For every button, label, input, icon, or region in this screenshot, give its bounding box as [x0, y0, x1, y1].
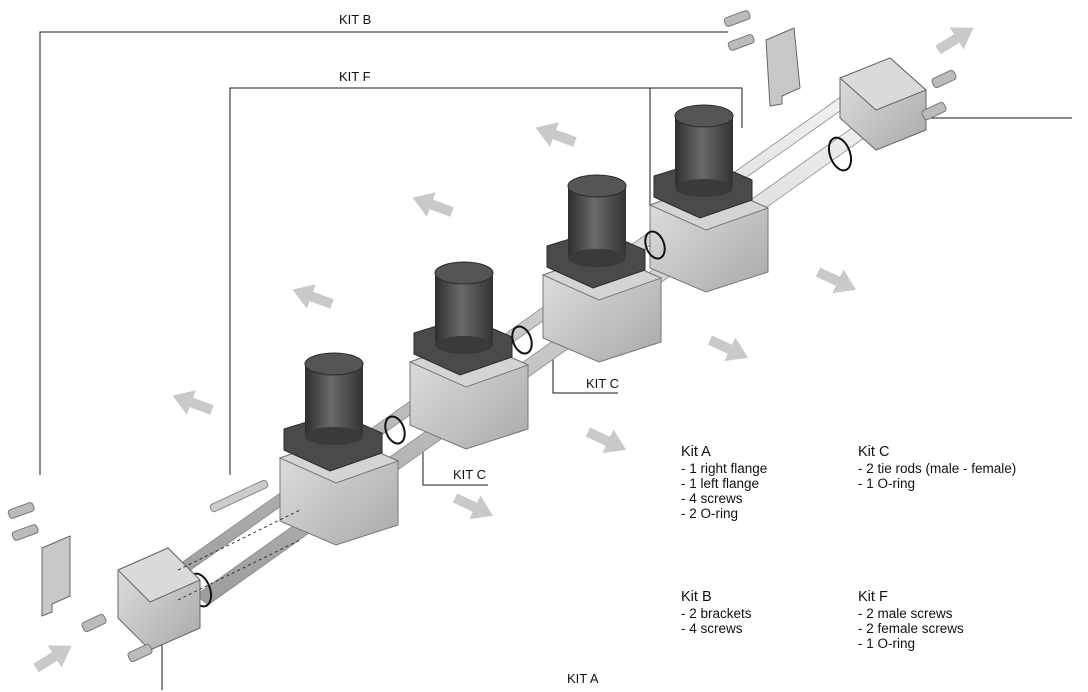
- module-3: [541, 174, 663, 363]
- kit-c-item: - 2 tie rods (male - female): [858, 461, 1017, 476]
- kit-f-legend: Kit F - 2 male screws - 2 female screws …: [858, 589, 964, 651]
- kit-f-callout: KIT F: [339, 69, 371, 84]
- arrow-top-right: [931, 16, 981, 62]
- kit-b-leader: [39, 31, 728, 475]
- left-bracket-group: [7, 502, 71, 617]
- kit-b-item: - 2 brackets: [681, 606, 752, 621]
- kit-f-item: - 2 male screws: [858, 606, 953, 621]
- arrow-left-2: [288, 277, 337, 317]
- kit-c-title: Kit C: [858, 444, 890, 460]
- arrow-right-4: [812, 260, 862, 302]
- o-rings: [187, 136, 853, 608]
- module-1: [278, 352, 400, 546]
- kit-b-callout: KIT B: [339, 12, 372, 27]
- kit-a-item: - 1 right flange: [681, 461, 768, 476]
- kit-a-item: - 2 O-ring: [681, 506, 739, 521]
- tie-rod-back: [195, 107, 893, 606]
- arrow-bottom-left: [29, 634, 79, 680]
- kit-b-legend: Kit B - 2 brackets - 4 screws: [681, 589, 752, 636]
- kit-b-item: - 4 screws: [681, 621, 743, 636]
- kit-c-upper-callout: KIT C: [586, 376, 619, 391]
- kit-a-title: Kit A: [681, 444, 711, 460]
- left-flange-group: [81, 479, 301, 663]
- kit-f-leader-branch: [650, 87, 743, 128]
- arrow-right-2: [582, 420, 632, 462]
- kit-f-item: - 1 O-ring: [858, 636, 916, 651]
- kit-a-item: - 1 left flange: [681, 476, 760, 491]
- kit-c-lower-callout: KIT C: [453, 467, 486, 482]
- kit-c-upper-leader: [552, 345, 618, 394]
- right-bracket-group: [723, 10, 801, 107]
- kit-f-leader: [229, 87, 651, 475]
- kit-f-title: Kit F: [858, 589, 888, 605]
- kit-f-item: - 2 female screws: [858, 621, 964, 636]
- callout-lines: [39, 31, 1072, 690]
- arrow-left-4: [531, 115, 580, 155]
- arrow-right-3: [704, 328, 754, 370]
- module-2: [408, 261, 530, 450]
- arrow-right-1: [449, 486, 499, 528]
- kit-a-item: - 4 screws: [681, 491, 743, 506]
- kit-a-callout: KIT A: [567, 671, 599, 686]
- arrow-left-1: [168, 383, 217, 423]
- kit-b-title: Kit B: [681, 589, 712, 605]
- right-flange-group: [839, 57, 957, 151]
- kit-c-legend: Kit C - 2 tie rods (male - female) - 1 O…: [858, 444, 1016, 491]
- kit-c-lower-leader: [422, 443, 488, 486]
- kit-a-legend: Kit A - 1 right flange - 1 left flange -…: [681, 444, 767, 521]
- module-4: [648, 104, 770, 293]
- arrow-left-3: [408, 185, 457, 225]
- kit-c-item: - 1 O-ring: [858, 476, 916, 491]
